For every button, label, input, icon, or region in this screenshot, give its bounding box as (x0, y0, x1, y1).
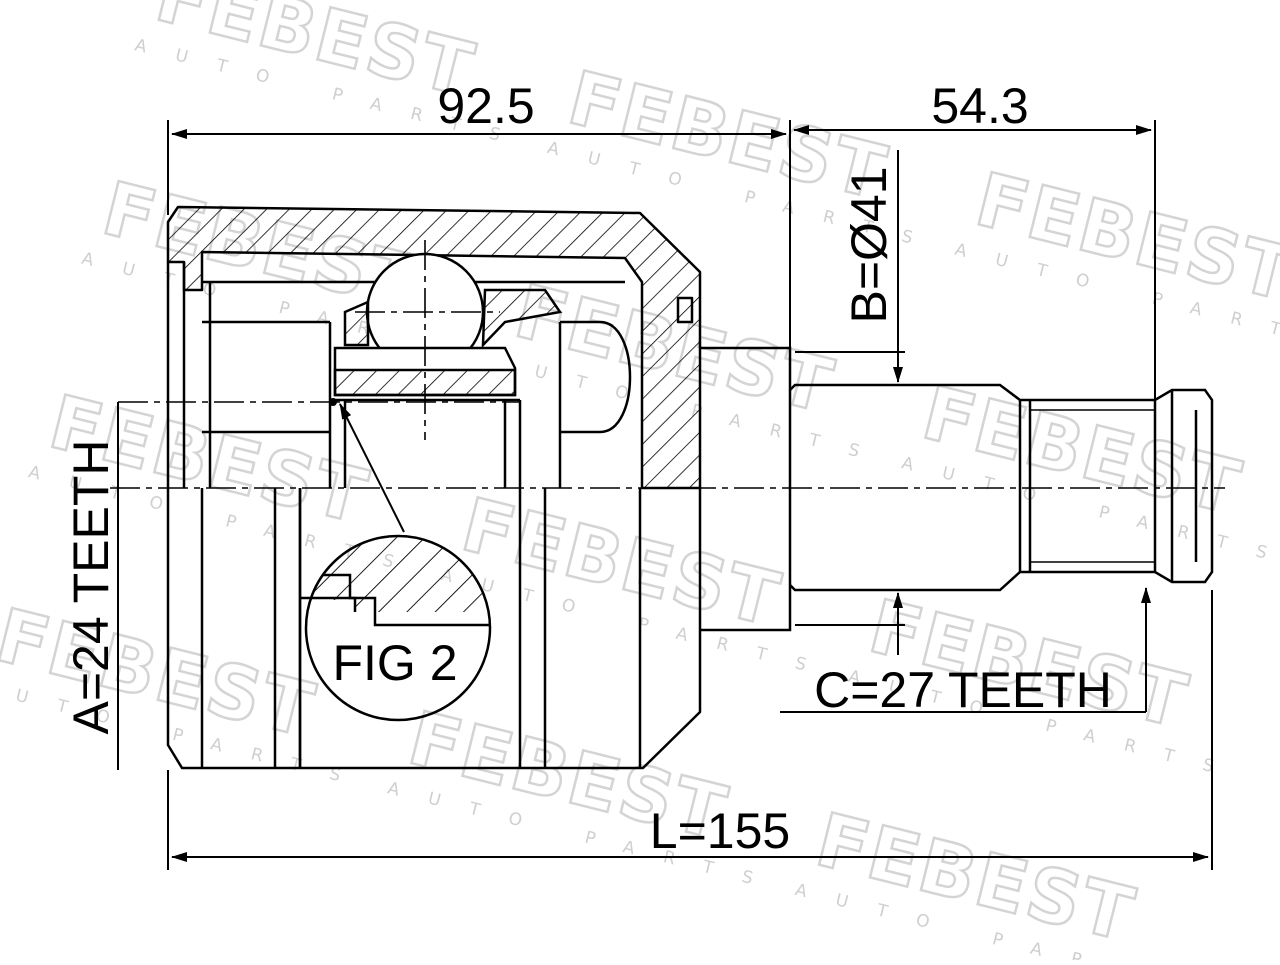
track-arc (560, 320, 632, 434)
needle-cage-right (481, 288, 563, 349)
dim-body-length: 92.5 (437, 78, 534, 134)
fig2-label: FIG 2 (332, 635, 457, 691)
fig2-detail: FIG 2 (300, 398, 492, 722)
shaft-neck (700, 346, 792, 632)
fig2-section (306, 536, 490, 612)
dim-shaft-length: 54.3 (931, 78, 1028, 134)
fig2-profile (306, 573, 490, 627)
dim-total-length: L=155 (650, 803, 790, 859)
shaft-body (789, 383, 1214, 592)
dim-outer-spline: C=27 TEETH (814, 662, 1112, 718)
dimension-labels: 92.5 54.3 B=Ø41 A=24 TEETH C=27 TEETH L=… (63, 78, 1112, 859)
housing (166, 205, 702, 770)
stub-shaft (700, 346, 1214, 632)
circlip-nub (676, 296, 694, 324)
centerlines (110, 240, 1225, 489)
fig2-target-dot (329, 398, 337, 406)
dim-inner-spline: A=24 TEETH (63, 439, 119, 734)
fig2-step (300, 596, 357, 612)
housing-outer-contour (166, 488, 702, 770)
fig2-leader (339, 403, 405, 533)
fig2-circle (304, 534, 492, 722)
dimensions (117, 120, 1213, 870)
dim-seal-diameter: B=Ø41 (841, 166, 897, 323)
